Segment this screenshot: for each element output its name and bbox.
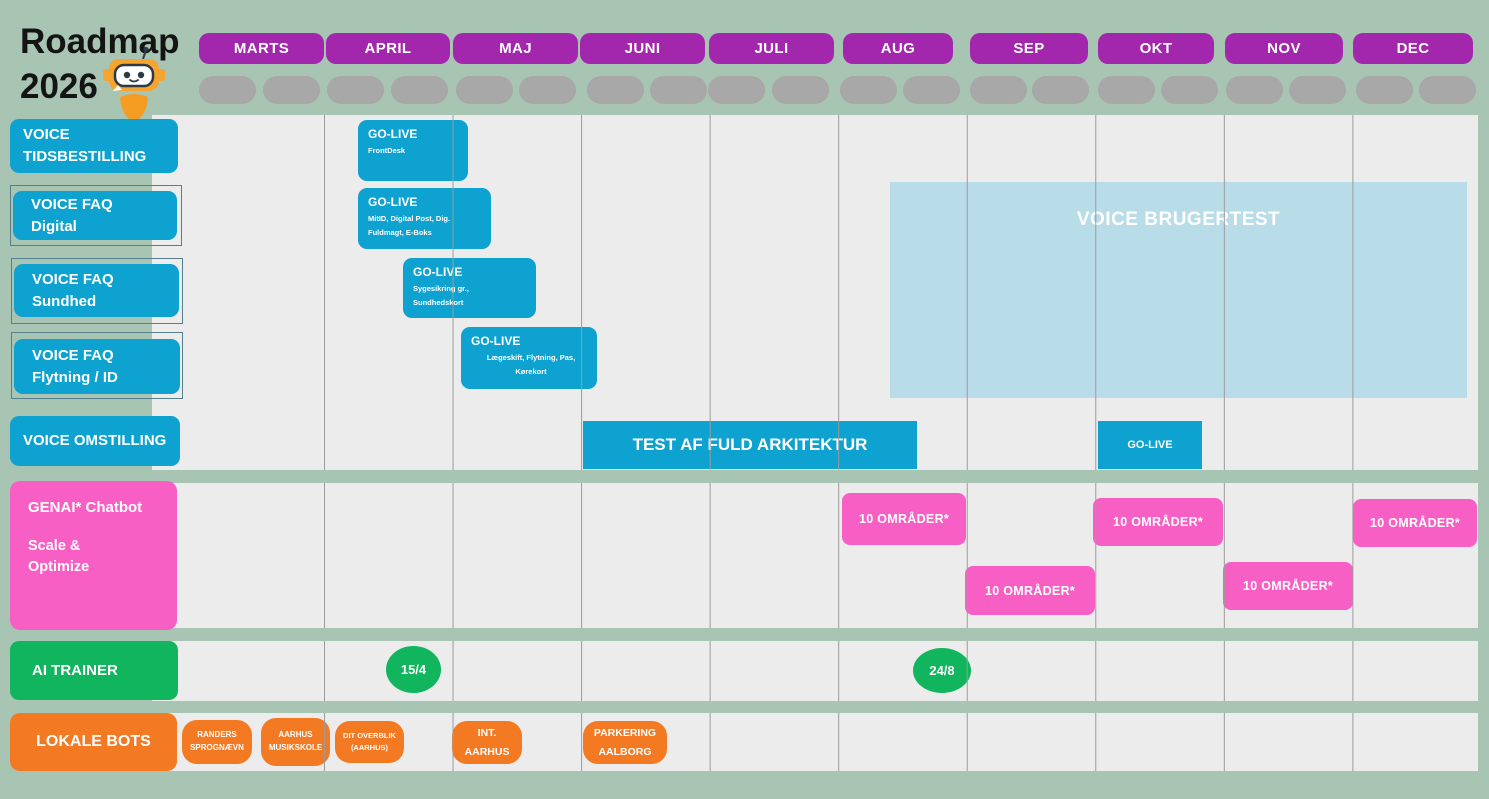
timeline-pill	[391, 76, 448, 104]
month-header-dec: DEC	[1353, 33, 1473, 64]
month-header-juli: JULI	[709, 33, 834, 64]
bot-aarhus-musikskole: AARHUS MUSIKSKOLE	[261, 718, 330, 766]
lane-voice-omstilling: VOICE OMSTILLING	[10, 416, 180, 466]
timeline-pill	[456, 76, 513, 104]
timeline-pill	[1289, 76, 1346, 104]
genai-area-dec: 10 OMRÅDER*	[1353, 499, 1477, 547]
milestone-detail: Sygesikring gr., Sundhedskort	[413, 284, 469, 308]
lane-voice-faq-sundhed: VOICE FAQ Sundhed	[14, 264, 179, 317]
page-title-line2: 2026	[20, 67, 98, 106]
milestone-detail: MitID, Digital Post, Dig. Fuldmagt, E-Bo…	[368, 214, 451, 238]
timeline-pill	[199, 76, 256, 104]
lane-lokale-bots: LOKALE BOTS	[10, 713, 177, 771]
milestone-detail: FrontDesk	[368, 146, 406, 155]
genai-area-aug: 10 OMRÅDER*	[842, 493, 966, 545]
month-header-okt: OKT	[1098, 33, 1214, 64]
lane-voice-tidsbestilling: VOICE TIDSBESTILLING	[10, 119, 178, 173]
genai-area-okt: 10 OMRÅDER*	[1093, 498, 1223, 546]
trainer-lane-panel	[152, 641, 1478, 701]
milestone-title: GO-LIVE	[471, 334, 521, 348]
milestone-detail: Lægeskift, Flytning, Pas, Kørekort	[486, 353, 576, 377]
timeline-pill	[1356, 76, 1413, 104]
month-header-marts: MARTS	[199, 33, 324, 64]
timeline-pill	[587, 76, 644, 104]
genai-area-nov: 10 OMRÅDER*	[1223, 562, 1353, 610]
milestone-golive-laegeskift: GO-LIVE Lægeskift, Flytning, Pas, Køreko…	[461, 327, 597, 389]
bot-randers-sprognaevn: RANDERS SPROGNÆVN	[182, 720, 252, 764]
milestone-golive-mitid: GO-LIVE MitID, Digital Post, Dig. Fuldma…	[358, 188, 491, 249]
lane-genai-title: GENAI* Chatbot	[28, 499, 143, 516]
timeline-pill	[1098, 76, 1155, 104]
month-header-sep: SEP	[970, 33, 1088, 64]
genai-area-sep: 10 OMRÅDER*	[965, 566, 1095, 615]
page-title-line1: Roadmap	[20, 22, 180, 61]
milestone-golive-omstilling: GO-LIVE	[1098, 421, 1202, 469]
timeline-pill	[903, 76, 960, 104]
lane-selection-outline	[11, 332, 183, 399]
trainer-date-15-4: 15/4	[386, 646, 441, 693]
timeline-pill	[519, 76, 576, 104]
milestone-title: GO-LIVE	[368, 127, 418, 141]
timeline-pill	[840, 76, 897, 104]
milestone-golive-sygesikring: GO-LIVE Sygesikring gr., Sundhedskort	[403, 258, 536, 318]
month-header-juni: JUNI	[580, 33, 705, 64]
timeline-pill	[650, 76, 707, 104]
month-header-april: APRIL	[326, 33, 450, 64]
timeline-pill	[1161, 76, 1218, 104]
voice-brugertest-phase: VOICE BRUGERTEST	[890, 182, 1467, 398]
lane-voice-faq-digital: VOICE FAQ Digital	[13, 191, 177, 240]
timeline-pill	[263, 76, 320, 104]
test-fuld-arkitektur-bar: TEST AF FULD ARKITEKTUR	[583, 421, 917, 469]
milestone-golive-frontdesk: GO-LIVE FrontDesk	[358, 120, 468, 181]
timeline-pill	[327, 76, 384, 104]
milestone-title: GO-LIVE	[413, 265, 463, 279]
bot-parkering-aalborg: PARKERING AALBORG	[583, 721, 667, 764]
month-header-maj: MAJ	[453, 33, 578, 64]
timeline-pill	[970, 76, 1027, 104]
timeline-pill	[1032, 76, 1089, 104]
milestone-title: GO-LIVE	[368, 195, 418, 209]
bot-dit-overblik: DIT OVERBLIK (AARHUS)	[335, 721, 404, 763]
bot-int-aarhus: INT. AARHUS	[452, 721, 522, 764]
lane-voice-faq-flytning: VOICE FAQ Flytning / ID	[14, 339, 180, 394]
trainer-date-24-8: 24/8	[913, 648, 971, 693]
lane-genai-subtitle: Scale & Optimize	[28, 537, 90, 575]
month-header-nov: NOV	[1225, 33, 1343, 64]
lane-ai-trainer: AI TRAINER	[10, 641, 178, 700]
lane-selection-outline	[11, 258, 183, 324]
timeline-pill	[708, 76, 765, 104]
lane-genai-chatbot: GENAI* Chatbot Scale & Optimize	[10, 481, 177, 630]
lane-selection-outline	[10, 185, 182, 246]
timeline-pill	[772, 76, 829, 104]
timeline-pill	[1226, 76, 1283, 104]
month-header-aug: AUG	[843, 33, 953, 64]
timeline-pill	[1419, 76, 1476, 104]
